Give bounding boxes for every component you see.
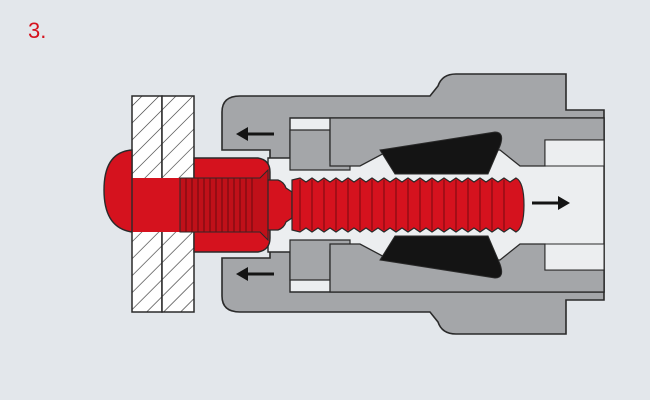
step-number: 3. xyxy=(28,18,47,43)
rivet-thread xyxy=(179,168,269,242)
channel-top xyxy=(544,139,605,167)
arrow-left-top-icon xyxy=(236,127,274,141)
gripping-jaws xyxy=(379,131,503,279)
arrow-left-bottom-icon xyxy=(236,267,274,281)
rivet-thread-lines xyxy=(185,178,253,232)
rivet-head xyxy=(103,149,133,233)
jaw-bottom xyxy=(379,235,503,279)
channel-bottom xyxy=(544,243,605,271)
jaw-top xyxy=(379,131,503,175)
mandrel-serration-lines xyxy=(299,180,505,230)
blind-rivet xyxy=(103,149,525,253)
arrow-right-mandrel-icon xyxy=(532,196,570,210)
